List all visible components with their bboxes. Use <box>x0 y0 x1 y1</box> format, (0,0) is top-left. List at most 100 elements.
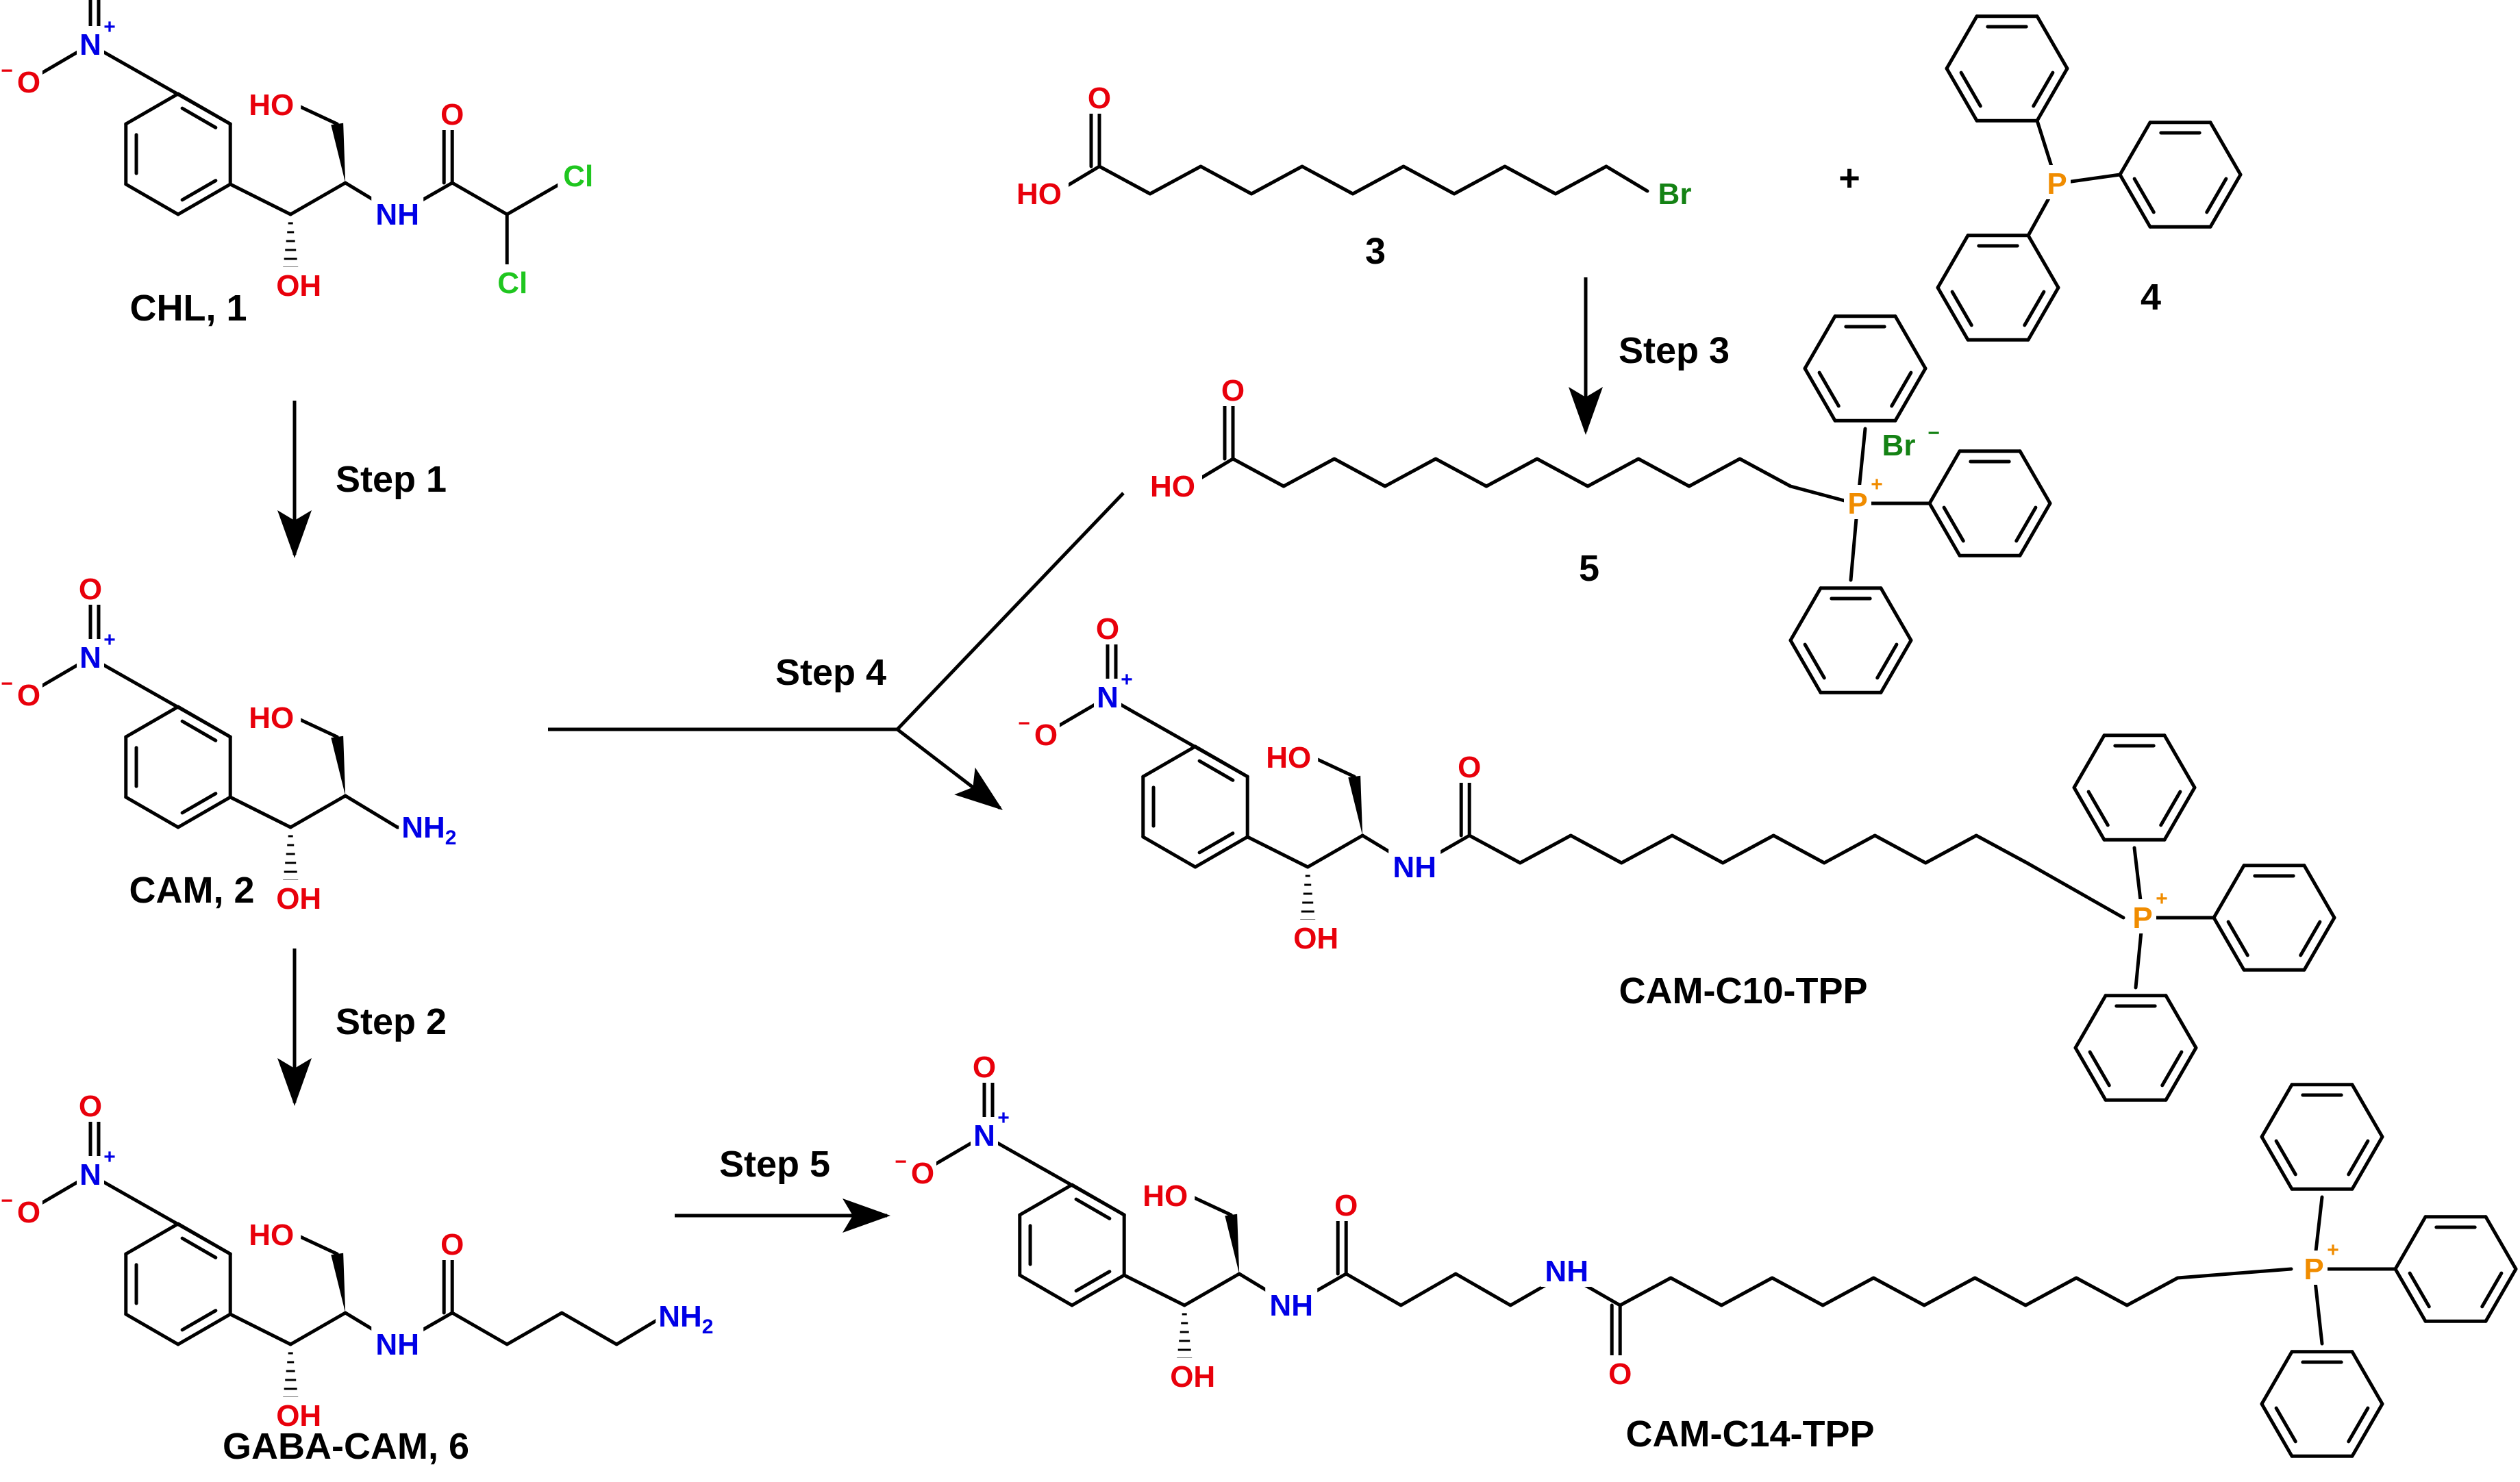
bond <box>2026 234 2060 290</box>
bond <box>228 795 292 829</box>
label-background <box>77 26 104 60</box>
bond <box>2164 994 2198 1050</box>
bond <box>2032 71 2055 108</box>
bond <box>1018 1183 1074 1217</box>
carbon-chain <box>1231 457 1851 504</box>
label-background <box>1143 468 1202 502</box>
compound-label-cam-c14-tpp: CAM-C14-TPP <box>1625 1414 1874 1455</box>
charge-label: − <box>895 1151 907 1173</box>
bond <box>2260 1402 2294 1458</box>
bond <box>2274 1139 2297 1177</box>
bond <box>1893 314 1928 370</box>
label-background <box>269 267 329 301</box>
label-background <box>1388 849 1441 883</box>
step-2-label: Step 2 <box>336 1001 447 1042</box>
bond <box>2484 1215 2518 1271</box>
nitro-oxygen: O <box>1034 718 1058 752</box>
label-background <box>1259 739 1319 773</box>
bond <box>228 182 292 216</box>
bond <box>2023 290 2046 327</box>
bromine-label: Br <box>1658 177 1692 211</box>
phosphonium-label: P <box>1847 487 1867 520</box>
step-1-label: Step 1 <box>336 459 447 500</box>
bond <box>2088 1050 2111 1088</box>
reaction-arrows <box>277 277 1603 1233</box>
bond <box>2299 920 2322 957</box>
bromide-label: Br <box>1882 429 1916 462</box>
wedge-bond <box>331 736 346 796</box>
nitro-oxygen: O <box>17 679 40 712</box>
bond <box>505 181 564 216</box>
bond <box>2302 916 2336 972</box>
bond <box>2073 994 2108 1050</box>
label-background <box>269 880 329 914</box>
compound-label-gaba-cam: GABA-CAM, 6 <box>223 1426 469 1467</box>
label-background <box>1163 1358 1223 1392</box>
label-background <box>371 196 424 230</box>
label-background <box>438 1226 466 1260</box>
compound-label-chl: CHL, 1 <box>129 288 247 329</box>
phosphonium-label: P <box>2304 1253 2323 1286</box>
label-background <box>1456 749 1484 783</box>
bond <box>1193 835 1249 869</box>
wedge-bond <box>1225 1214 1240 1274</box>
bond <box>124 795 180 829</box>
bond <box>2274 1406 2297 1444</box>
bond <box>2086 790 2110 827</box>
bond <box>2480 1271 2504 1309</box>
label-background <box>77 1088 104 1122</box>
subscript-2: 2 <box>702 1316 714 1338</box>
bond <box>2118 121 2152 177</box>
nitro-nitrogen: N <box>79 28 101 62</box>
label-background <box>1606 1355 1634 1390</box>
label-background <box>438 96 466 130</box>
label-background <box>492 264 534 299</box>
label-background <box>1094 610 1121 644</box>
bond <box>1803 366 1837 423</box>
bond <box>1306 833 1364 869</box>
bond <box>2072 733 2106 790</box>
label-background <box>1286 920 1346 954</box>
amide-nh-label: NH <box>1393 851 1436 884</box>
bond <box>2159 790 2182 827</box>
bond <box>88 1172 232 1256</box>
nitro-nitrogen: N <box>973 1119 995 1153</box>
bond <box>228 1312 292 1346</box>
bond <box>2212 864 2246 920</box>
compound-label-cam: CAM, 2 <box>129 870 254 911</box>
label-background <box>558 158 599 192</box>
hydroxyl-label: HO <box>249 701 294 735</box>
bond <box>180 179 218 202</box>
label-background <box>1136 1177 1195 1211</box>
amine-label: NH2 <box>658 1300 713 1338</box>
amide-nh-label: NH <box>375 1328 419 1361</box>
bond <box>1074 1270 1112 1293</box>
bond <box>180 1236 218 1259</box>
bond <box>2347 1139 2370 1177</box>
bond <box>2350 1083 2384 1139</box>
bond <box>294 1233 339 1256</box>
label-background <box>1265 1287 1318 1321</box>
bond <box>2162 786 2197 842</box>
bond <box>2118 173 2152 229</box>
bond <box>176 182 232 216</box>
charge-label: − <box>1018 712 1030 735</box>
bond <box>1182 1272 1241 1307</box>
bond <box>124 92 180 126</box>
bond <box>1188 1194 1233 1217</box>
bond <box>2393 1267 2428 1323</box>
charge-label: + <box>997 1107 1010 1129</box>
bond <box>124 705 180 739</box>
bond <box>1018 1273 1074 1307</box>
bond <box>343 794 399 829</box>
phosphonium-label: P <box>2132 901 2152 935</box>
bond <box>1945 66 1979 123</box>
bond <box>2212 916 2246 972</box>
bond <box>1879 586 1913 642</box>
charge-label: + <box>103 629 116 651</box>
bond <box>1928 501 1962 557</box>
